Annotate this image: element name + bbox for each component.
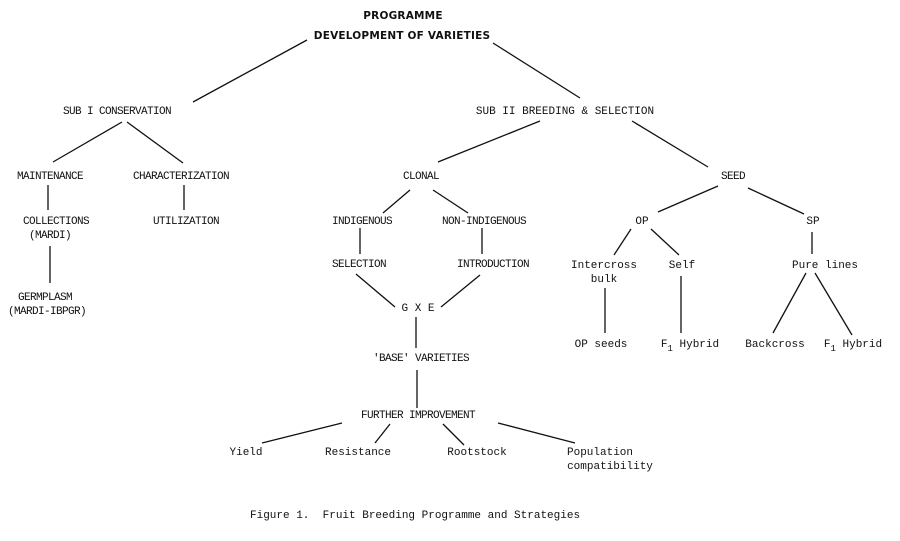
sub2-breeding-selection-node: SUB II BREEDING & SELECTION xyxy=(475,106,655,118)
f1-hybrid-pure-node: F1 Hybrid xyxy=(823,339,883,354)
germplasm-source: (MARDI-IBPGR) xyxy=(7,306,87,318)
edge-sub2-clonal xyxy=(437,120,541,163)
f1-letter: F xyxy=(660,339,668,351)
root-node-title: PROGRAMME xyxy=(363,10,443,22)
edge-root-sub2 xyxy=(492,42,581,99)
compatibility-node: compatibility xyxy=(567,461,653,473)
indigenous-node: INDIGENOUS xyxy=(331,216,393,228)
bulk-node: bulk xyxy=(590,274,618,286)
edge-further-rootstock xyxy=(442,423,465,446)
edge-seed-op xyxy=(657,185,719,213)
edge-purelines-f1hybrid xyxy=(814,272,853,336)
op-node: OP xyxy=(635,216,649,228)
backcross-node: Backcross xyxy=(745,339,805,351)
sp-node: SP xyxy=(806,216,820,228)
selection-node: SELECTION xyxy=(331,259,387,271)
f1-subscript: 1 xyxy=(667,344,673,354)
characterization-node: CHARACTERIZATION xyxy=(132,171,230,183)
intercross-node: Intercross xyxy=(570,260,638,272)
edge-op-intercross xyxy=(613,228,632,256)
further-improvement-node: FURTHER IMPROVEMENT xyxy=(360,410,476,422)
f1-letter: F xyxy=(823,339,831,351)
edge-introduction-gxe xyxy=(440,274,481,308)
edge-further-yield xyxy=(261,422,343,444)
op-seeds-node: OP seeds xyxy=(574,339,628,351)
germplasm-node: GERMPLASM xyxy=(17,292,73,304)
resistance-node: Resistance xyxy=(324,447,392,459)
collections-node: COLLECTIONS xyxy=(22,216,90,228)
pure-lines-node: Pure lines xyxy=(791,260,859,272)
rootstock-node: Rootstock xyxy=(447,447,507,459)
clonal-node: CLONAL xyxy=(402,171,440,183)
edge-selection-gxe xyxy=(355,273,396,308)
edge-sub2-seed xyxy=(631,120,709,168)
maintenance-node: MAINTENANCE xyxy=(16,171,84,183)
utilization-node: UTILIZATION xyxy=(152,216,220,228)
self-node: Self xyxy=(668,260,696,272)
collections-source: (MARDI) xyxy=(28,230,72,242)
figure-caption: Figure 1. Fruit Breeding Programme and S… xyxy=(250,510,581,522)
edge-clonal-indigenous xyxy=(382,189,411,214)
edge-clonal-non-indigenous xyxy=(432,189,469,214)
edge-further-population xyxy=(497,422,576,444)
hybrid-word: Hybrid xyxy=(835,339,883,351)
population-node: Population xyxy=(566,447,634,459)
hybrid-word: Hybrid xyxy=(672,339,720,351)
non-indigenous-node: NON-INDIGENOUS xyxy=(441,216,527,228)
edge-sub1-maintenance xyxy=(52,121,123,163)
edge-root-sub1 xyxy=(192,39,308,103)
edge-further-resistance xyxy=(374,423,391,444)
sub1-conservation-node: SUB I CONSERVATION xyxy=(62,106,172,118)
gxe-node: G X E xyxy=(401,303,435,315)
f1-subscript: 1 xyxy=(830,344,836,354)
edge-op-self xyxy=(650,228,680,256)
introduction-node: INTRODUCTION xyxy=(456,259,530,271)
seed-node: SEED xyxy=(720,171,746,183)
edge-seed-sp xyxy=(747,187,805,215)
base-varieties-node: 'BASE' VARIETIES xyxy=(372,353,470,365)
f1-hybrid-self-node: F1 Hybrid xyxy=(660,339,720,354)
yield-node: Yield xyxy=(229,447,263,459)
edge-sub1-characterization xyxy=(126,121,184,164)
root-node-label: DEVELOPMENT OF VARIETIES xyxy=(313,30,491,42)
edge-purelines-backcross xyxy=(772,272,807,334)
